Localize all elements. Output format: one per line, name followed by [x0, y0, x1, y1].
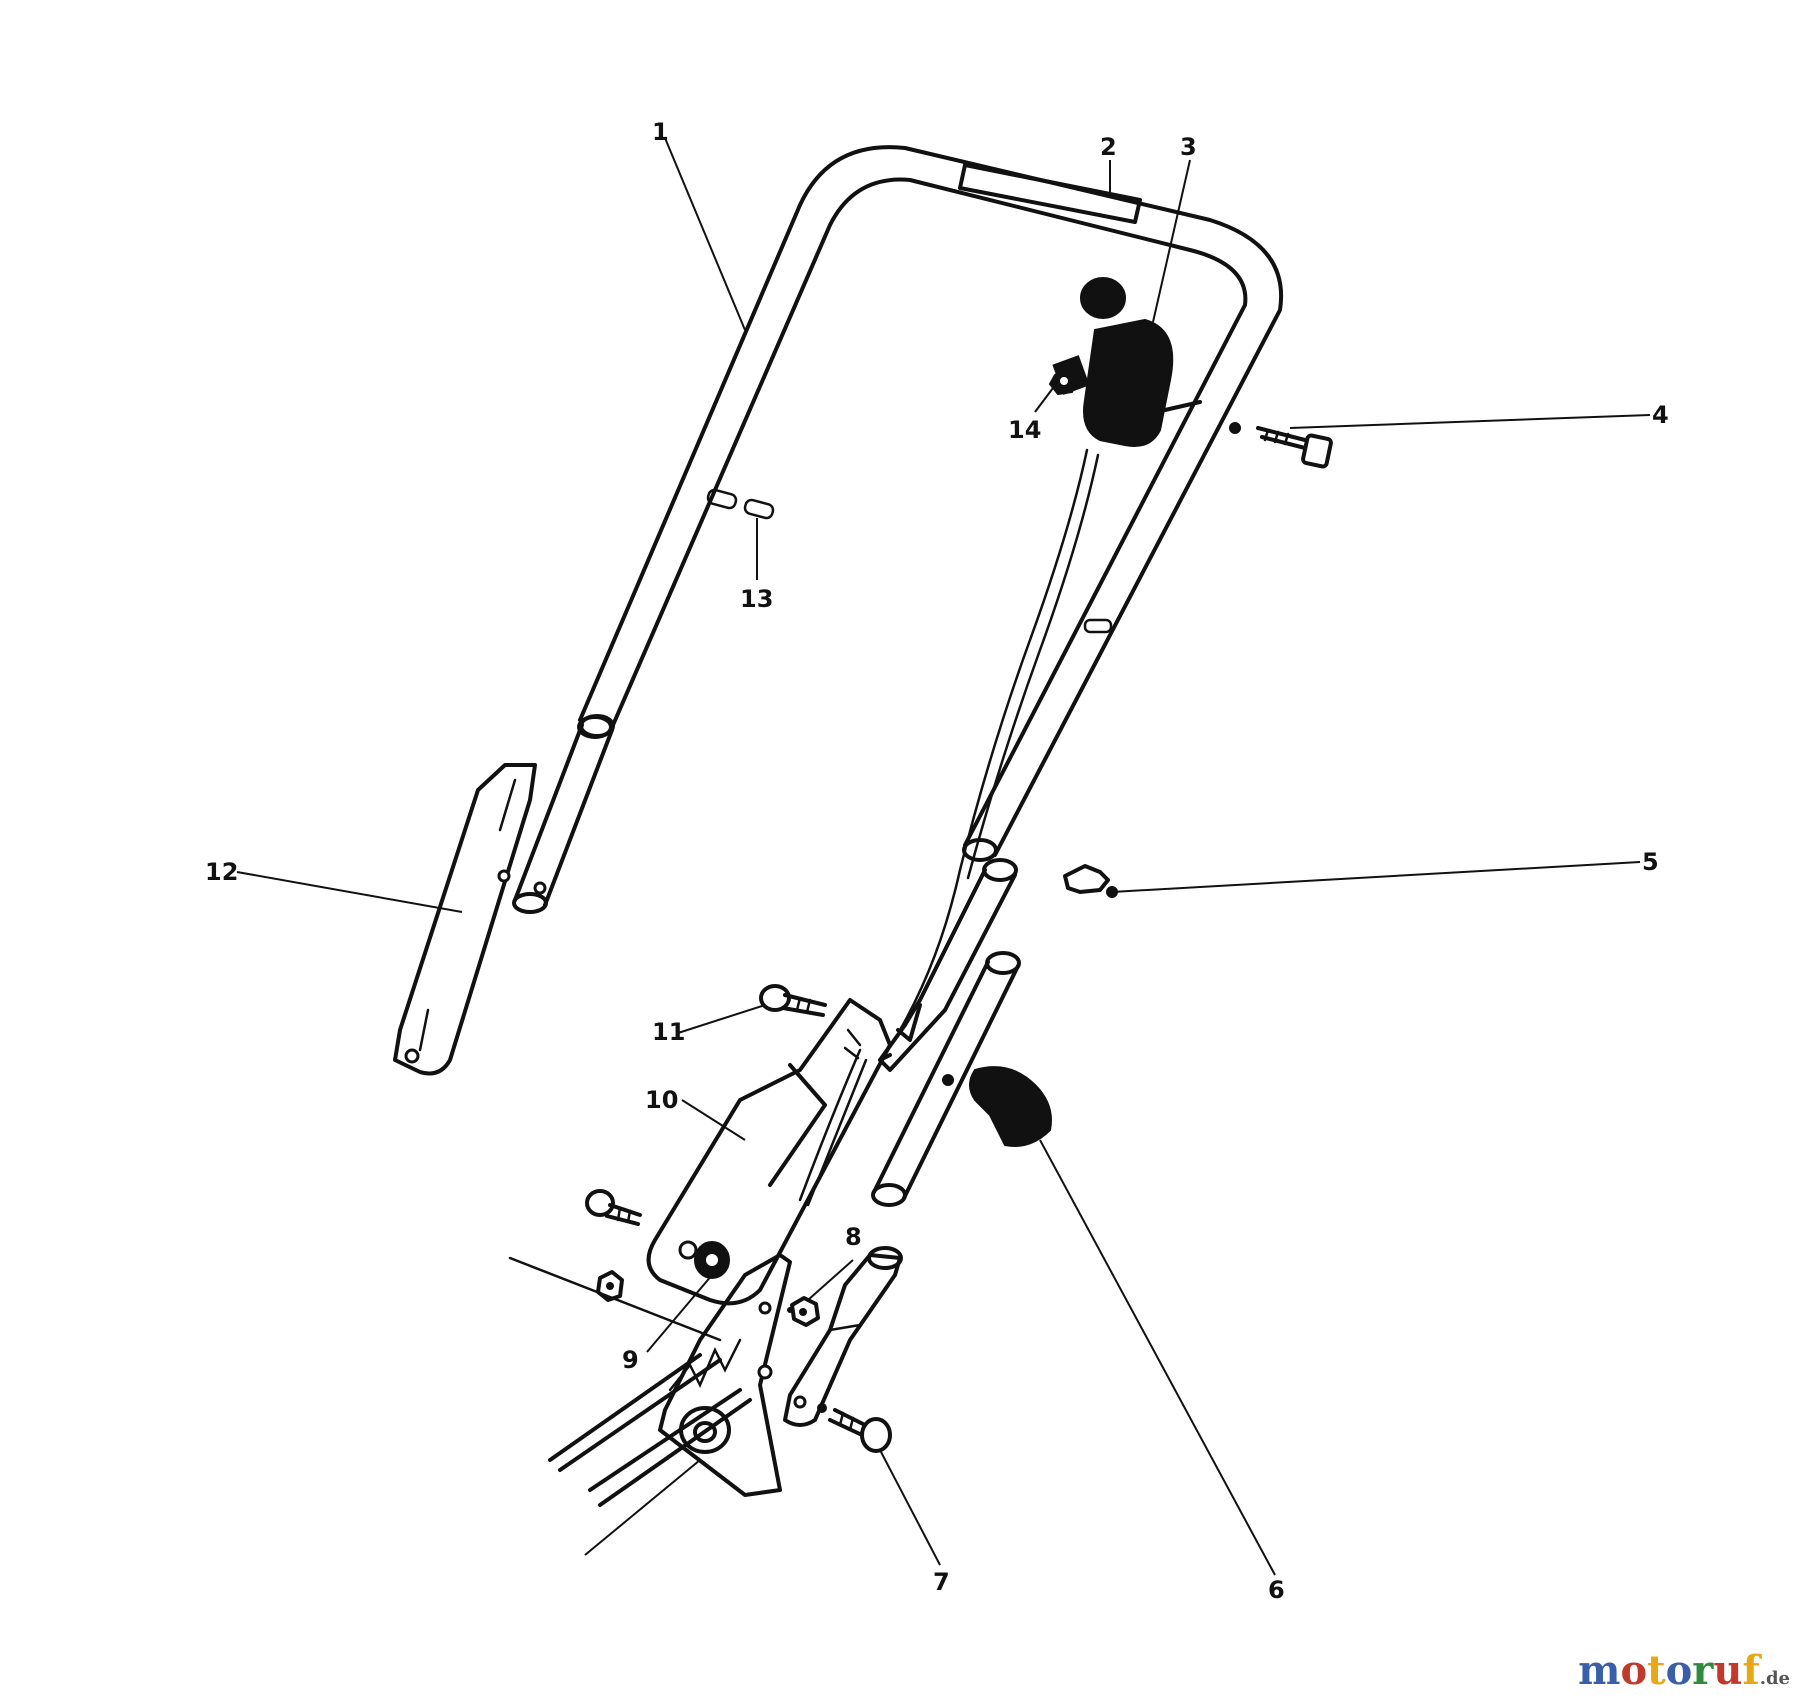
right-brace	[783, 1246, 903, 1427]
upper-handle	[577, 145, 1284, 862]
watermark-logo: motoruf.de	[1578, 1647, 1790, 1694]
nut-8	[787, 1296, 820, 1327]
callout-7: 7	[933, 1568, 950, 1596]
callout-5: 5	[1642, 848, 1659, 876]
washer-9	[694, 1241, 730, 1279]
leader-lines	[236, 137, 1651, 1576]
callout-3: 3	[1180, 133, 1197, 161]
nut-14	[1048, 366, 1080, 396]
callout-9: 9	[622, 1346, 639, 1374]
callout-4: 4	[1652, 401, 1669, 429]
watermark-letter-4: o	[1665, 1647, 1693, 1694]
bolt-11	[759, 984, 827, 1017]
wing-nut-5	[1063, 864, 1118, 898]
callout-6: 6	[1268, 1576, 1285, 1604]
watermark-letter-5: r	[1692, 1647, 1714, 1694]
handle-grip	[958, 163, 1142, 224]
watermark-letter-2: o	[1620, 1647, 1648, 1694]
throttle-control	[1052, 277, 1202, 447]
watermark-letter-6: u	[1713, 1647, 1743, 1694]
right-lower-extension	[871, 951, 1021, 1207]
watermark-letter-3: t	[1647, 1647, 1666, 1694]
callout-1: 1	[652, 118, 669, 146]
callout-2: 2	[1100, 133, 1117, 161]
left-lower-tube	[512, 714, 615, 914]
bolt-lower-left	[585, 1189, 642, 1226]
left-bracket	[393, 763, 537, 1076]
bolt-4	[1229, 422, 1333, 469]
callout-8: 8	[845, 1223, 862, 1251]
pin-13	[743, 498, 775, 520]
callout-13: 13	[740, 585, 773, 613]
bolt-7	[817, 1403, 892, 1453]
watermark-letter-7: f	[1742, 1647, 1760, 1694]
throttle-knob	[1080, 277, 1126, 319]
callouts: 1 2 3 4 5 6 7 8 9 10 11 12 13 14	[205, 118, 1669, 1604]
callout-14: 14	[1008, 416, 1041, 444]
knob-6	[942, 1066, 1052, 1147]
side-plate	[508, 1253, 792, 1507]
callout-10: 10	[645, 1086, 678, 1114]
watermark-suffix: .de	[1759, 1668, 1790, 1689]
callout-12: 12	[205, 858, 238, 886]
callout-11: 11	[652, 1018, 685, 1046]
control-cable	[798, 448, 1100, 1207]
lower-bracket	[646, 998, 892, 1306]
watermark-letter-1: m	[1578, 1647, 1621, 1694]
